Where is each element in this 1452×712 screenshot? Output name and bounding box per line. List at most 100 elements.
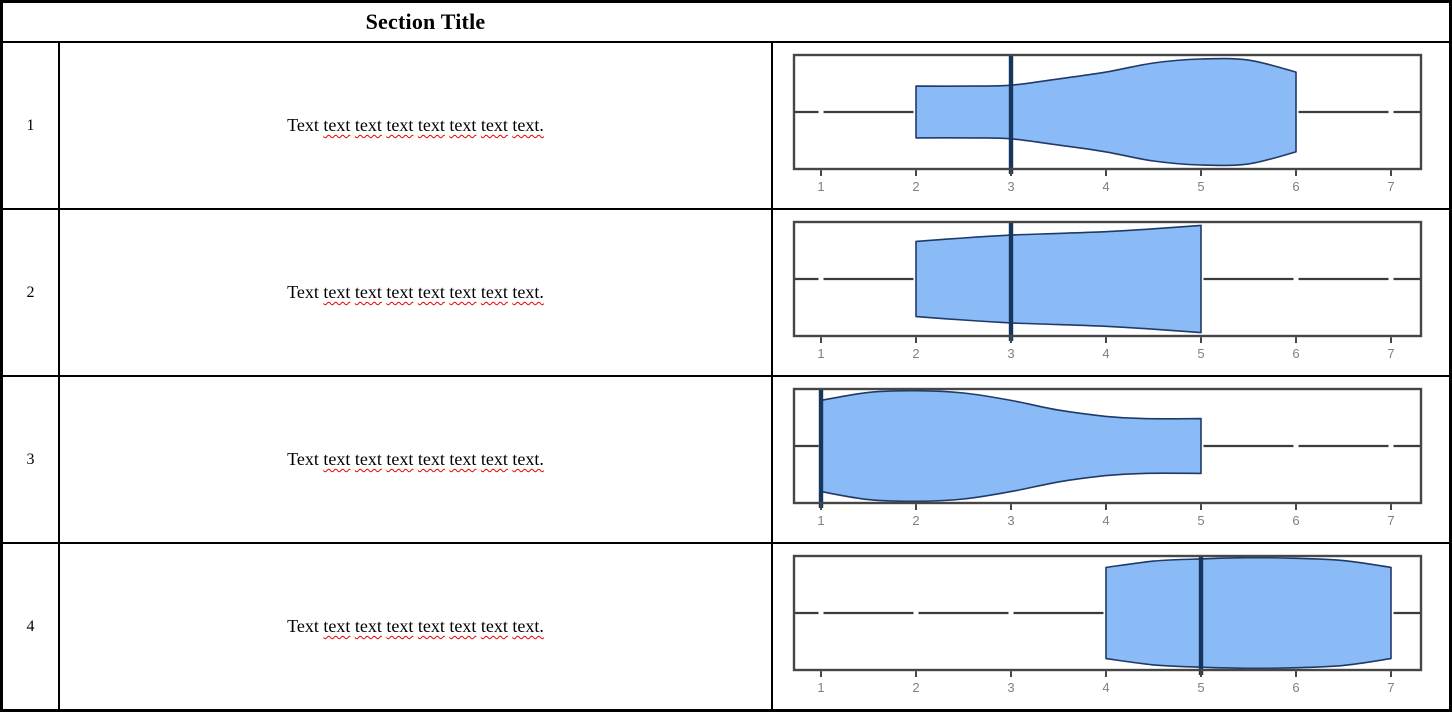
axis-tick-label: 6	[1292, 179, 1299, 194]
violin-chart-svg: 1 2 3 4 5 6 7	[792, 53, 1423, 194]
misspelled-word: text.	[512, 449, 544, 469]
row-number: 4	[26, 617, 35, 635]
misspelled-word: text	[480, 616, 508, 636]
axis-tick-label: 1	[817, 680, 824, 695]
row-number: 2	[26, 283, 35, 301]
misspelled-word: text	[417, 449, 445, 469]
row-text-cell: Text text text text text text text text.	[60, 210, 773, 375]
axis-tick-label: 7	[1387, 179, 1394, 194]
axis-tick-label: 3	[1007, 179, 1014, 194]
violin-density-shape	[1105, 556, 1392, 669]
axis-tick-label: 4	[1102, 346, 1109, 361]
row-sentence: Text text text text text text text text.	[287, 449, 544, 470]
row-text-cell: Text text text text text text text text.	[60, 544, 773, 709]
row-text-cell: Text text text text text text text text.	[60, 43, 773, 208]
axis-tick-label: 7	[1387, 346, 1394, 361]
axis-tick-label: 2	[912, 179, 919, 194]
median-line	[1008, 54, 1014, 174]
axis-tick-label: 2	[912, 513, 919, 528]
axis-tick-label: 3	[1007, 513, 1014, 528]
violin-density-shape	[820, 389, 1202, 502]
row-chart-cell: 1 2 3 4 5 6 7	[773, 43, 1449, 208]
sentence-lead-word: Text	[287, 115, 319, 135]
misspelled-word: text	[480, 282, 508, 302]
header-title-cell: Section Title	[3, 9, 848, 35]
misspelled-word: text	[354, 282, 382, 302]
misspelled-word: text	[417, 616, 445, 636]
misspelled-word: text	[354, 115, 382, 135]
plot-border	[792, 53, 1423, 170]
median-line	[1198, 555, 1204, 675]
table-row: 1 Text text text text text text text text…	[3, 43, 1449, 210]
axis-tick-label: 1	[817, 346, 824, 361]
misspelled-word: text	[323, 282, 351, 302]
violin-chart-svg: 1 2 3 4 5 6 7	[792, 554, 1423, 695]
axis-tick-label: 6	[1292, 680, 1299, 695]
misspelled-word: text	[323, 449, 351, 469]
misspelled-word: text	[354, 449, 382, 469]
sentence-lead-word: Text	[287, 449, 319, 469]
row-number-cell: 1	[3, 43, 60, 208]
table-row: 2 Text text text text text text text text…	[3, 210, 1449, 377]
axis-tick-label: 5	[1197, 513, 1204, 528]
plot-border	[792, 220, 1423, 337]
axis-tick-label: 1	[817, 179, 824, 194]
misspelled-word: text.	[512, 282, 544, 302]
axis-tick-label: 4	[1102, 179, 1109, 194]
row-number-cell: 3	[3, 377, 60, 542]
row-sentence: Text text text text text text text text.	[287, 282, 544, 303]
axis-tick-label: 6	[1292, 513, 1299, 528]
row-chart-cell: 1 2 3 4 5 6 7	[773, 544, 1449, 709]
axis-tick-label: 4	[1102, 680, 1109, 695]
sentence-lead-word: Text	[287, 282, 319, 302]
misspelled-word: text	[323, 115, 351, 135]
misspelled-word: text	[354, 616, 382, 636]
table-row: 4 Text text text text text text text text…	[3, 544, 1449, 709]
violin-chart-svg: 1 2 3 4 5 6 7	[792, 220, 1423, 361]
misspelled-word: text.	[512, 115, 544, 135]
axis-tick-label: 2	[912, 680, 919, 695]
axis-tick-label: 7	[1387, 513, 1394, 528]
misspelled-word: text	[417, 115, 445, 135]
misspelled-word: text	[386, 282, 414, 302]
misspelled-word: text	[480, 115, 508, 135]
axis-tick-label: 3	[1007, 680, 1014, 695]
median-line	[1008, 221, 1014, 341]
violin-density-shape	[915, 57, 1297, 166]
row-number: 3	[26, 450, 35, 468]
misspelled-word: text	[386, 616, 414, 636]
misspelled-word: text	[480, 449, 508, 469]
axis-tick-label: 2	[912, 346, 919, 361]
misspelled-word: text.	[512, 616, 544, 636]
axis-tick-label: 6	[1292, 346, 1299, 361]
axis-tick-label: 7	[1387, 680, 1394, 695]
row-sentence: Text text text text text text text text.	[287, 115, 544, 136]
axis-tick-label: 5	[1197, 680, 1204, 695]
axis-tick-label: 3	[1007, 346, 1014, 361]
section-title: Section Title	[365, 9, 486, 34]
axis-tick-label: 5	[1197, 179, 1204, 194]
violin-chart-svg: 1 2 3 4 5 6 7	[792, 387, 1423, 528]
axis-tick-label: 4	[1102, 513, 1109, 528]
header-row: Section Title	[3, 3, 1449, 43]
violin-density-shape	[915, 224, 1202, 333]
axis-tick-label: 5	[1197, 346, 1204, 361]
misspelled-word: text	[386, 115, 414, 135]
row-chart-cell: 1 2 3 4 5 6 7	[773, 377, 1449, 542]
axis-tick-label: 1	[817, 513, 824, 528]
plot-border	[792, 554, 1423, 671]
row-chart-cell: 1 2 3 4 5 6 7	[773, 210, 1449, 375]
row-number-cell: 2	[3, 210, 60, 375]
table-row: 3 Text text text text text text text text…	[3, 377, 1449, 544]
misspelled-word: text	[417, 282, 445, 302]
misspelled-word: text	[323, 616, 351, 636]
misspelled-word: text	[449, 449, 477, 469]
misspelled-word: text	[386, 449, 414, 469]
plot-border	[792, 387, 1423, 504]
row-number: 1	[26, 116, 35, 134]
row-sentence: Text text text text text text text text.	[287, 616, 544, 637]
row-number-cell: 4	[3, 544, 60, 709]
misspelled-word: text	[449, 616, 477, 636]
